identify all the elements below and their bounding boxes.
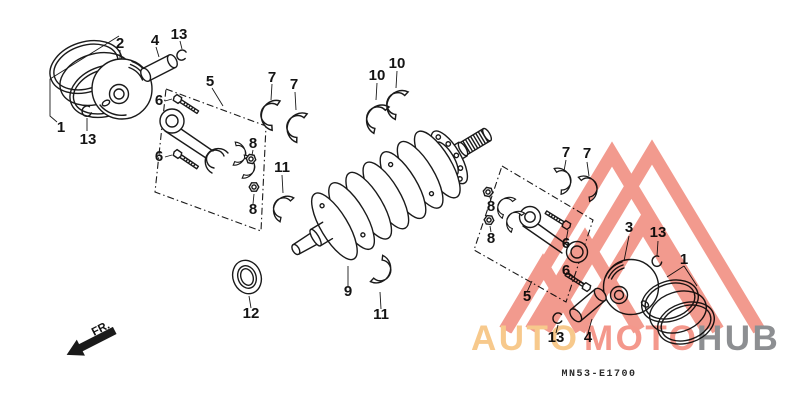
- part-label-10-b: 10: [389, 55, 406, 72]
- rod-nut: [481, 186, 495, 198]
- part-label-8-a: 8: [249, 135, 257, 152]
- part-label-13-d: 13: [548, 329, 565, 346]
- part-label-6-b: 6: [155, 148, 163, 165]
- part-label-7-b: 7: [290, 76, 298, 93]
- part-label-4-left: 4: [151, 32, 160, 49]
- conrod-kit-box-left: [154, 88, 267, 232]
- part-label-8-d: 8: [487, 230, 495, 247]
- main-bearing: [369, 254, 397, 289]
- part-label-7-c: 7: [562, 144, 570, 161]
- part-label-11-b: 11: [373, 306, 389, 323]
- brand-logo-triangles-icon: [499, 139, 765, 334]
- part-label-8-c: 8: [487, 198, 495, 215]
- brand-word-moto: MOTO: [584, 319, 698, 358]
- brand-wordmark: AUTO MOTO HUB: [471, 319, 780, 358]
- piston-left: [91, 58, 153, 120]
- piston-pin-left: [140, 53, 178, 83]
- part-label-2: 2: [116, 35, 124, 52]
- fr-arrow-icon: [66, 326, 117, 356]
- thrust-bearing: [380, 84, 409, 121]
- crankshaft: [291, 127, 493, 261]
- brand-word-hub: HUB: [697, 319, 780, 358]
- part-label-10-a: 10: [369, 67, 386, 84]
- part-label-8-b: 8: [249, 201, 257, 218]
- thrust-bearing: [359, 98, 390, 135]
- part-label-13-a: 13: [80, 131, 97, 148]
- part-label-5-left: 5: [206, 73, 214, 90]
- part-label-12: 12: [243, 305, 260, 322]
- part-code: MN53-E1700: [561, 369, 636, 380]
- rod-bearing: [281, 107, 308, 144]
- oil-seal: [231, 259, 263, 295]
- connecting-rod-left: [159, 93, 257, 180]
- rod-nut: [248, 182, 260, 192]
- part-label-1-right: 1: [680, 251, 688, 268]
- automotohub-watermark: AUTO MOTO HUB: [471, 139, 780, 358]
- part-label-6-c: 6: [562, 235, 570, 252]
- part-label-11-a: 11: [274, 159, 290, 176]
- part-label-3: 3: [625, 219, 633, 236]
- part-label-9: 9: [344, 283, 352, 300]
- part-label-6-a: 6: [155, 92, 163, 109]
- part-label-7-a: 7: [268, 69, 276, 86]
- part-label-1-left: 1: [57, 119, 65, 136]
- rod-nut: [483, 214, 495, 226]
- pin-clip: [175, 48, 188, 62]
- part-label-4-right: 4: [584, 329, 593, 346]
- brand-word-auto: AUTO: [471, 319, 580, 358]
- rod-bearing: [256, 96, 281, 132]
- part-label-7-d: 7: [583, 145, 591, 162]
- main-bearing: [267, 190, 295, 223]
- part-label-13-b: 13: [171, 26, 188, 43]
